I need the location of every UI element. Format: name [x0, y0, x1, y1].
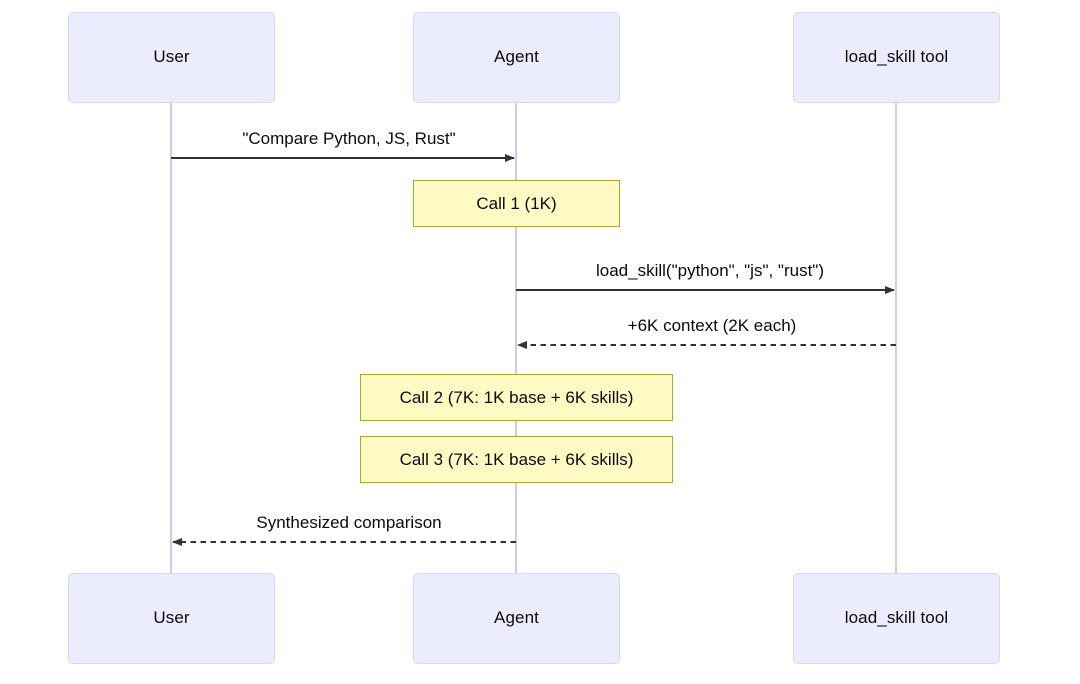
participant-box-agent-bottom[interactable]: Agent: [413, 573, 620, 664]
message-label-context-return: +6K context (2K each): [627, 316, 797, 335]
participant-label-tool-bottom: load_skill tool: [844, 608, 949, 628]
note-call-2[interactable]: Call 2 (7K: 1K base + 6K skills): [360, 374, 673, 421]
participant-label-agent-bottom: Agent: [494, 608, 539, 628]
note-label-call-1: Call 1 (1K): [476, 193, 557, 213]
lifelines: [169, 103, 898, 573]
message-label-synthesized-comparison: Synthesized comparison: [256, 513, 442, 532]
participant-label-user-top: User: [153, 47, 190, 67]
note-call-1[interactable]: Call 1 (1K): [413, 180, 620, 227]
participant-box-agent-top[interactable]: Agent: [413, 12, 620, 103]
participant-label-user-bottom: User: [153, 608, 190, 628]
note-call-3[interactable]: Call 3 (7K: 1K base + 6K skills): [360, 436, 673, 483]
participant-label-tool-top: load_skill tool: [844, 47, 949, 67]
participant-box-tool-bottom[interactable]: load_skill tool: [793, 573, 1000, 664]
note-label-call-3: Call 3 (7K: 1K base + 6K skills): [399, 449, 634, 469]
note-label-call-2: Call 2 (7K: 1K base + 6K skills): [399, 387, 634, 407]
participant-label-agent-top: Agent: [494, 47, 539, 67]
participant-box-user-top[interactable]: User: [68, 12, 275, 103]
message-label-load-skill-call: load_skill("python", "js", "rust"): [595, 261, 825, 280]
participant-box-tool-top[interactable]: load_skill tool: [793, 12, 1000, 103]
message-label-compare-request: "Compare Python, JS, Rust": [242, 129, 456, 148]
participant-box-user-bottom[interactable]: User: [68, 573, 275, 664]
